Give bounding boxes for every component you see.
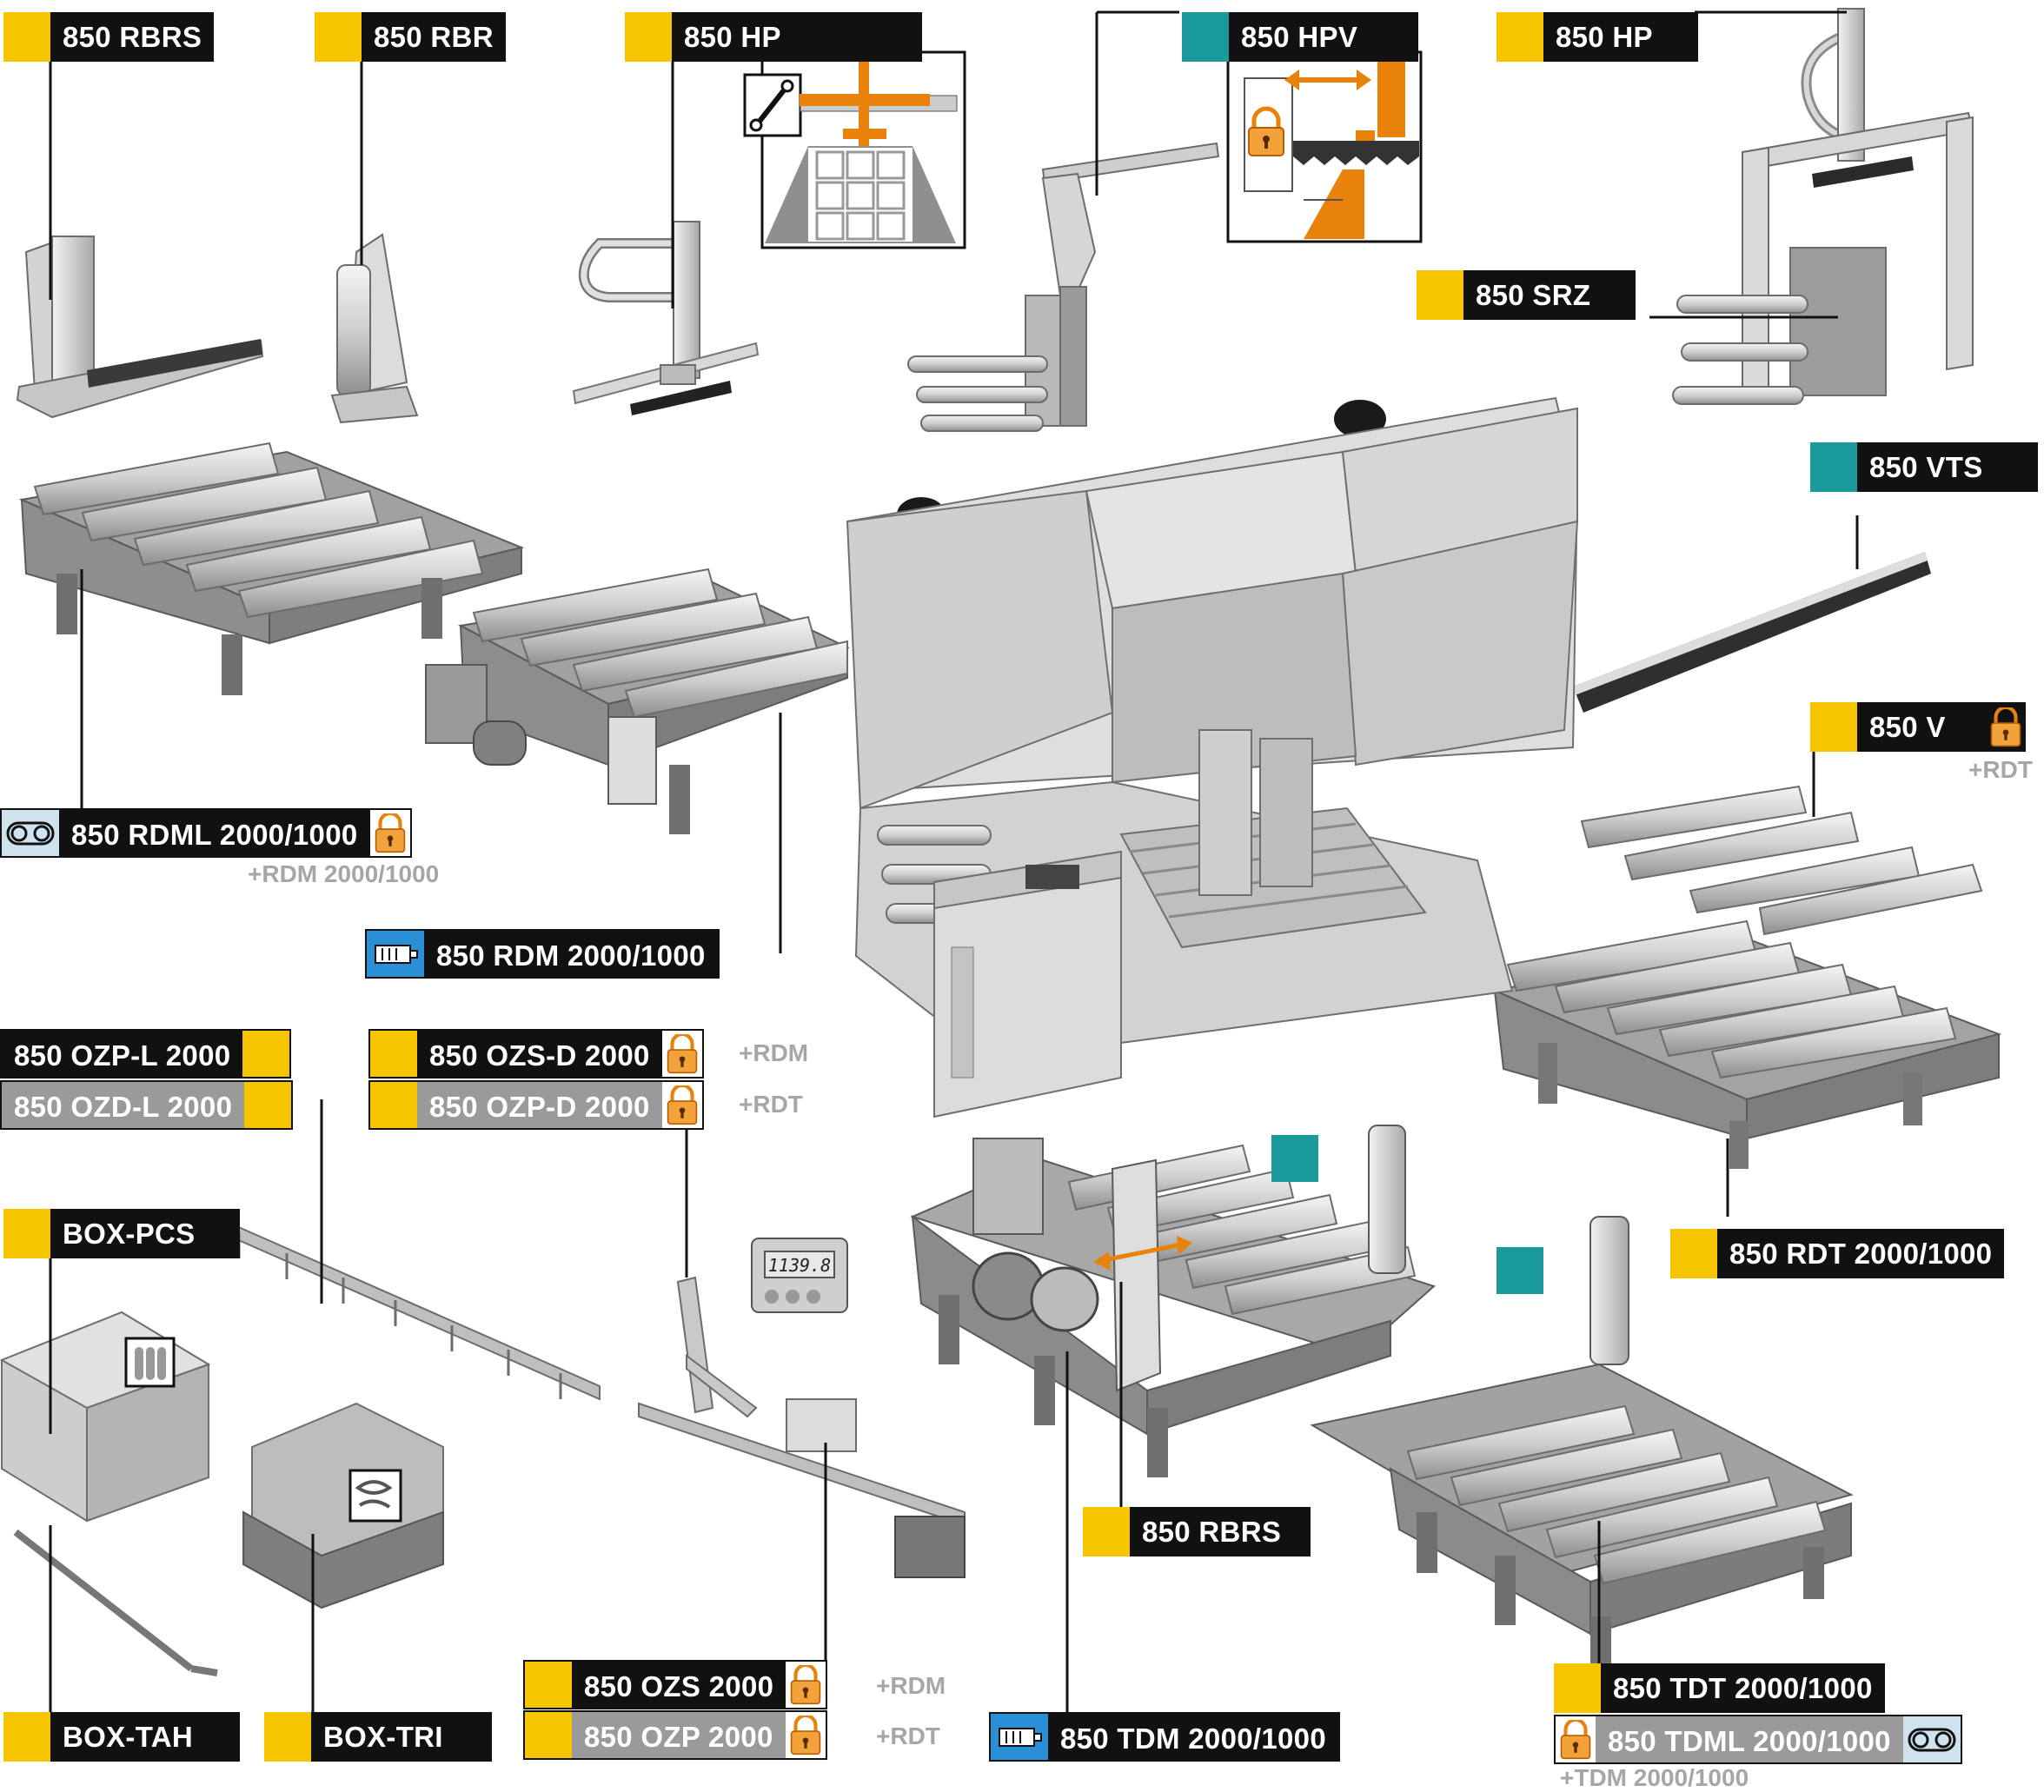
yellow-marker: [264, 1712, 311, 1762]
note-v: +RDT: [1968, 756, 2033, 783]
chips-icon: [348, 1469, 402, 1523]
yellow-marker: [3, 12, 50, 62]
box-pcs-unit: [0, 1311, 211, 1523]
label-tdm: 850 TDM 2000/1000: [989, 1712, 1340, 1762]
note-ozs: +RDM: [876, 1672, 946, 1699]
lock-icon: [661, 1031, 702, 1077]
label-ozp-l: 850 OZP-L 2000: [0, 1029, 292, 1079]
teal-marker: [1810, 442, 1857, 492]
yellow-marker: [1496, 12, 1543, 62]
box-tri-unit: [242, 1402, 444, 1609]
label-ozp-d: 850 OZP-D 2000: [368, 1080, 704, 1130]
label-srz: 850 SRZ: [1417, 270, 1636, 320]
teal-marker-rbrs: [1271, 1135, 1318, 1182]
vts-unit: [1573, 552, 1931, 713]
yellow-marker: [525, 1712, 572, 1758]
lock-icon: [661, 1082, 702, 1128]
label-rdt: 850 RDT 2000/1000: [1670, 1229, 2005, 1278]
double-arrow-icon: [1284, 70, 1371, 90]
note-ozp: +RDT: [876, 1722, 940, 1749]
lock-icon: [1986, 702, 2026, 752]
box-tah-unit: [13, 1529, 218, 1676]
label-ozs-d: 850 OZS-D 2000: [368, 1029, 704, 1079]
yellow-marker: [370, 1082, 417, 1128]
chain-drive-icon: [2, 810, 59, 856]
yellow-marker: [370, 1031, 417, 1077]
yellow-marker: [1670, 1229, 1717, 1278]
label-vts: 850 VTS: [1810, 442, 2038, 492]
label-hpv: 850 HPV: [1182, 12, 1418, 62]
label-box-tri: BOX-TRI: [264, 1712, 492, 1762]
note-ozs-d: +RDM: [739, 1039, 809, 1066]
yellow-marker: [1083, 1507, 1130, 1556]
hp-srz-unit: [1672, 8, 1974, 405]
rbr-unit: [330, 233, 419, 424]
yellow-marker: [244, 1082, 292, 1128]
label-v: 850 V: [1810, 702, 2026, 752]
lock-icon: [1556, 1716, 1596, 1762]
tdt-table: [1310, 1216, 1854, 1669]
hpv-inset: [1226, 50, 1423, 243]
yellow-marker: [3, 1209, 50, 1258]
yellow-marker: [625, 12, 672, 62]
rdml-table: [18, 441, 525, 695]
label-rdml: 850 RDML 2000/1000: [0, 808, 412, 858]
yellow-marker: [242, 1031, 290, 1077]
label-hp-1: 850 HP: [625, 12, 922, 62]
teal-marker-tdt: [1496, 1247, 1543, 1294]
yellow-marker: [1554, 1663, 1601, 1713]
lock-icon: [785, 1712, 826, 1758]
v-rollers: [1580, 785, 1983, 936]
yellow-marker: [1810, 702, 1857, 752]
label-ozp: 850 OZP 2000: [523, 1710, 827, 1760]
rdm-table: [425, 567, 850, 834]
lock-icon: [369, 810, 410, 856]
lock-icon: [1248, 106, 1284, 156]
hpv-unit: [907, 142, 1220, 432]
label-rdm: 850 RDM 2000/1000: [365, 929, 720, 979]
label-box-tah: BOX-TAH: [3, 1712, 240, 1762]
ozp-l-bar: [234, 1224, 601, 1401]
yellow-marker: [315, 12, 362, 62]
hp-unit-1: [572, 221, 760, 415]
rdt-table: [1491, 919, 2002, 1169]
motor-icon: [367, 931, 424, 977]
yellow-marker: [1417, 270, 1463, 320]
ozs-unit: [638, 1238, 966, 1578]
label-hp-2: 850 HP: [1496, 12, 1698, 62]
label-ozd-l: 850 OZD-L 2000: [0, 1080, 294, 1130]
rbrs-bottom-table: [910, 1125, 1436, 1477]
lock-icon: [786, 1662, 826, 1708]
hp-inset: [743, 50, 966, 249]
note-rdml: +RDM 2000/1000: [248, 860, 440, 887]
note-tdml: +TDM 2000/1000: [1560, 1764, 1749, 1791]
measure-display-readout: 1139.8: [767, 1255, 832, 1276]
label-rbrs-bottom: 850 RBRS: [1083, 1507, 1311, 1556]
leader-lines: [49, 10, 1859, 1721]
chain-drive-icon: [1902, 1716, 1961, 1762]
label-rbrs-top: 850 RBRS: [3, 12, 215, 62]
motor-icon: [991, 1714, 1048, 1760]
bars-icon: [124, 1337, 176, 1388]
note-ozp-d: +RDT: [739, 1091, 803, 1118]
rbrs-top-unit: [16, 235, 264, 419]
double-arrow-icon: [1093, 1236, 1192, 1271]
label-rbr: 850 RBR: [315, 12, 506, 62]
label-tdt: 850 TDT 2000/1000: [1554, 1663, 1885, 1713]
hydraulic-cylinder-icon: [749, 79, 794, 132]
label-ozs: 850 OZS 2000: [523, 1660, 828, 1709]
label-box-pcs: BOX-PCS: [3, 1209, 240, 1258]
yellow-marker: [3, 1712, 50, 1762]
teal-marker: [1182, 12, 1229, 62]
label-tdml: 850 TDML 2000/1000: [1554, 1715, 1962, 1764]
yellow-marker: [525, 1662, 572, 1708]
main-bandsaw: [846, 396, 1579, 1118]
